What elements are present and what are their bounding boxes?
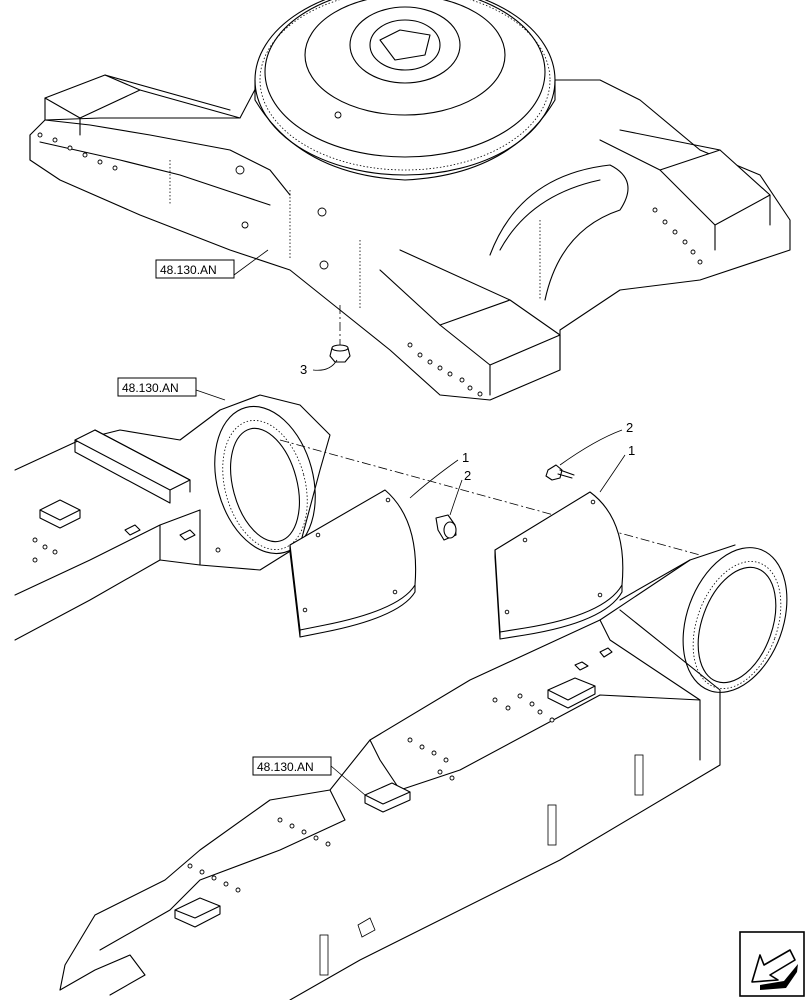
- reference-label: 48.130.AN: [122, 381, 179, 395]
- part-1-cover-left[interactable]: 1: [289, 450, 469, 638]
- callout-number: 2: [626, 420, 633, 435]
- reference-box-mid[interactable]: 48.130.AN: [117, 377, 226, 401]
- reference-label: 48.130.AN: [257, 760, 314, 774]
- reference-box-bottom[interactable]: 48.130.AN: [252, 756, 366, 796]
- upper-frame: [29, 74, 791, 401]
- callout-number: 3: [300, 362, 307, 377]
- part-3-plug[interactable]: 3: [300, 305, 351, 377]
- reference-label: 48.130.AN: [160, 263, 217, 277]
- callout-number: 2: [464, 468, 471, 483]
- track-frame-right: [59, 544, 788, 1000]
- navigation-arrow-icon[interactable]: [739, 931, 805, 997]
- part-1-cover-right[interactable]: 1: [494, 443, 635, 640]
- part-2-bolt-right[interactable]: 2: [545, 420, 633, 481]
- part-2-plug-left[interactable]: 2: [435, 468, 471, 541]
- slewing-ring: [254, 0, 556, 181]
- reference-box-top[interactable]: 48.130.AN: [155, 249, 269, 279]
- track-frame-left: [14, 394, 701, 641]
- callout-number: 1: [628, 443, 635, 458]
- callout-number: 1: [462, 450, 469, 465]
